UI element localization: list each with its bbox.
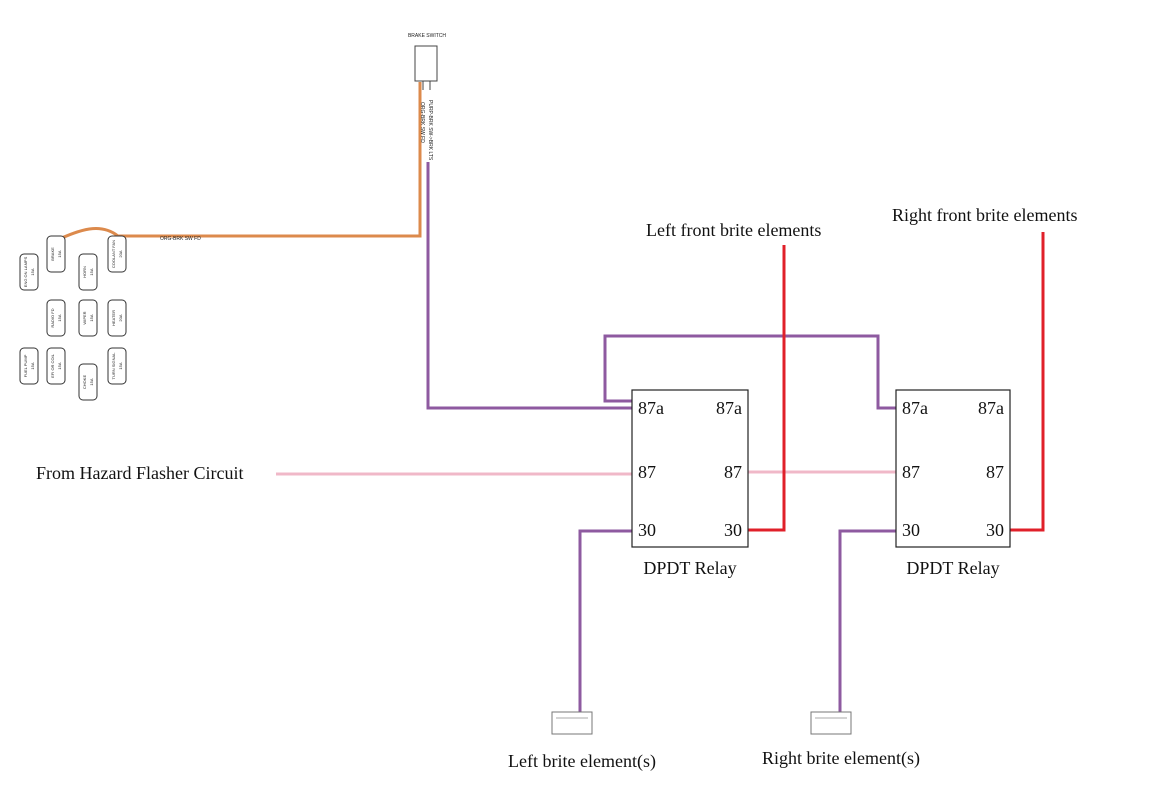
fuse-body	[78, 253, 98, 291]
fuse-name: RADIO FD	[50, 308, 55, 327]
relay-pin-label: 30	[986, 520, 1004, 540]
relay-pin-label: 87a	[978, 398, 1004, 418]
fuse-rating: 15A	[57, 314, 62, 321]
relay-pin-label: 30	[638, 520, 656, 540]
fuse-rating: 15A	[89, 314, 94, 321]
right-brite-element-label: Right brite element(s)	[762, 748, 920, 769]
fuse-panel-wire-label: ORG-BRK SW FD	[160, 236, 201, 242]
fuse-body	[107, 235, 127, 273]
right-front-brite-label: Right front brite elements	[892, 205, 1077, 225]
fuse-body	[46, 347, 66, 385]
fuse-name: CHOKE	[82, 375, 87, 390]
fuse-name: HEATER	[111, 310, 116, 326]
relay-pin-label: 30	[724, 520, 742, 540]
fuse-name: BRAKE	[50, 247, 55, 261]
relay-pin-label: 87	[638, 462, 656, 482]
fuse-rating: 15A	[30, 268, 35, 275]
fuse-body	[107, 347, 127, 385]
wire-orange-brake-feed	[56, 82, 422, 242]
fuse-name: HORN	[82, 266, 87, 278]
brake-switch-connector	[414, 45, 438, 82]
left-brite-element-label: Left brite element(s)	[508, 751, 656, 772]
relay-pin-label: 87a	[902, 398, 928, 418]
relay-pin-label: 87	[986, 462, 1004, 482]
fuse-rating: 15A	[89, 268, 94, 275]
fuse-body	[19, 253, 39, 291]
brake-switch-title: BRAKE SWITCH	[408, 33, 446, 39]
fuse-body	[46, 299, 66, 337]
hazard-flasher-label: From Hazard Flasher Circuit	[36, 463, 243, 483]
fuse-rating: 15A	[89, 378, 94, 385]
fuse-body	[46, 235, 66, 273]
wire-purple-brake-lights	[426, 162, 632, 410]
brake-switch-wire-label-2: PURP-BRK SW->BRK LTS	[427, 100, 433, 161]
fuse-name: EFI OR COIL	[50, 353, 55, 378]
relay-pin-label: 87a	[716, 398, 742, 418]
relay-caption: DPDT Relay	[643, 558, 736, 578]
fuse-body	[107, 299, 127, 337]
fuse-rating: 15A	[30, 362, 35, 369]
relay-pin-label: 87	[724, 462, 742, 482]
wire-red-left-front	[748, 245, 786, 532]
relay-pin-label: 30	[902, 520, 920, 540]
relay-box	[895, 389, 1011, 548]
fuse-rating: 20A	[118, 250, 123, 257]
fuse-name: TURN SIGNAL	[111, 352, 116, 380]
fuse-rating: 15A	[57, 362, 62, 369]
fuse-name: WIPER	[82, 311, 87, 324]
fuse-rating: 20A	[118, 314, 123, 321]
relay-pin-label: 87	[902, 462, 920, 482]
fuse-rating: 15A	[57, 250, 62, 257]
wire-purple-left-element	[578, 529, 632, 712]
fuse-body	[78, 363, 98, 401]
fuse-body	[78, 299, 98, 337]
wire-red-right-front	[1010, 232, 1045, 532]
wire-purple-87a-crossover	[603, 334, 896, 410]
relay-pin-label: 87a	[638, 398, 664, 418]
fuse-rating: 15A	[118, 362, 123, 369]
wire-purple-right-element	[838, 529, 896, 712]
relay-caption: DPDT Relay	[906, 558, 999, 578]
fuse-body	[19, 347, 39, 385]
fuse-name: COOLANT FAN	[111, 240, 116, 268]
left-brite-element-connector	[551, 711, 593, 735]
fuse-name: FUEL PUMP	[23, 354, 28, 377]
left-front-brite-label: Left front brite elements	[646, 220, 821, 240]
brake-switch-wire-label-1: ORG-BRK SW FD	[419, 102, 425, 143]
fuse-name: ENG ON LAMPS	[23, 256, 28, 287]
right-brite-element-connector	[810, 711, 852, 735]
relay-box	[631, 389, 749, 548]
